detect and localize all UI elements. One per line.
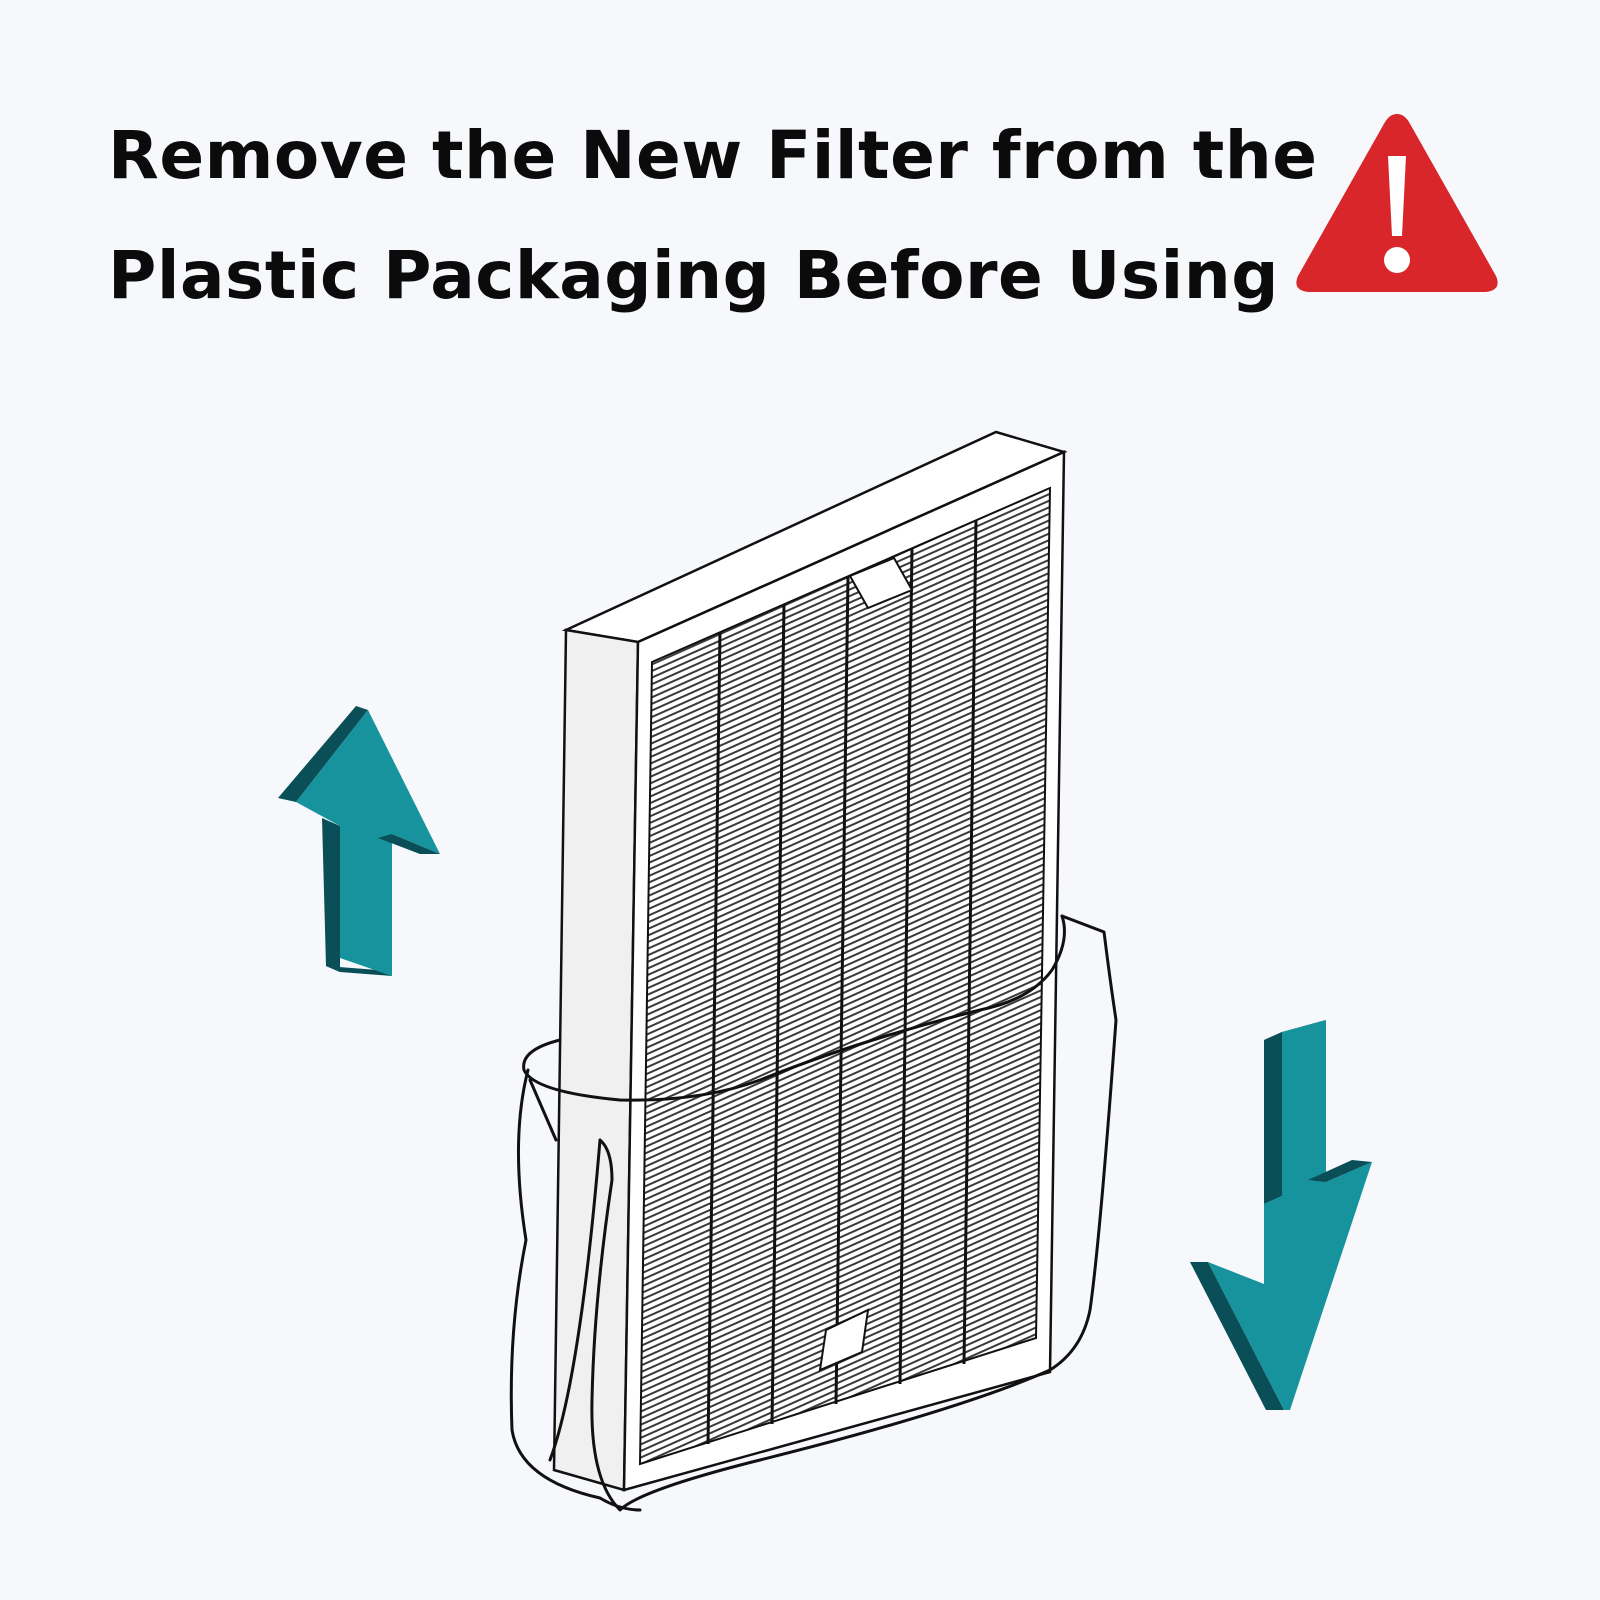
headline-line-1: Remove the New Filter from the [108,117,1318,194]
warning-triangle-icon [1296,114,1498,292]
headline: Remove the New Filter from the Plastic P… [108,96,1318,336]
up-arrow-icon [278,706,440,976]
plastic-bag [509,914,1118,1512]
headline-line-2: Plastic Packaging Before Using [108,237,1279,314]
down-arrow-icon [1190,1020,1372,1410]
filter-frame [552,430,1068,1492]
filter-illustration [278,430,1372,1512]
